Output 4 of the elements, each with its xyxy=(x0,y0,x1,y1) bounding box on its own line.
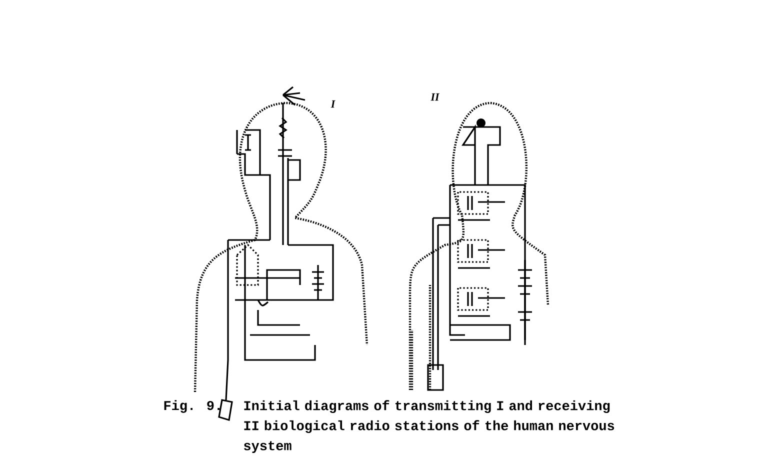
figure-label: I xyxy=(330,100,336,108)
figure-number: Fig. 9. xyxy=(164,400,220,413)
caption: Initial diagrams of transmitting I and receiving II biological radio stations of the human nervous system xyxy=(244,400,614,453)
figure-label: II xyxy=(430,93,440,101)
